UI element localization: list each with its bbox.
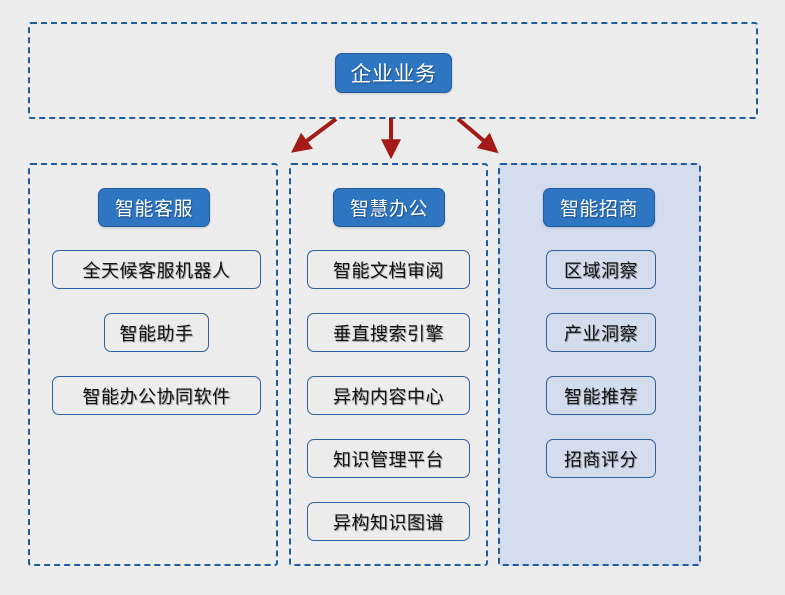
list-item[interactable]: 异构内容中心 bbox=[307, 376, 470, 415]
list-item[interactable]: 全天候客服机器人 bbox=[52, 250, 261, 289]
list-item[interactable]: 区域洞察 bbox=[546, 250, 656, 289]
column-group-smart-office bbox=[289, 163, 488, 566]
column-header-smart-investment[interactable]: 智能招商 bbox=[543, 188, 655, 227]
list-item[interactable]: 智能助手 bbox=[104, 313, 209, 352]
list-item[interactable]: 垂直搜索引擎 bbox=[307, 313, 470, 352]
list-item[interactable]: 招商评分 bbox=[546, 439, 656, 478]
list-item[interactable]: 智能办公协同软件 bbox=[52, 376, 261, 415]
arrow-to-smart-investment-icon bbox=[456, 117, 499, 154]
root-node-enterprise-business[interactable]: 企业业务 bbox=[335, 53, 452, 93]
column-group-smart-investment bbox=[498, 163, 701, 566]
top-level-group bbox=[28, 22, 758, 119]
list-item[interactable]: 智能文档审阅 bbox=[307, 250, 470, 289]
list-item[interactable]: 异构知识图谱 bbox=[307, 502, 470, 541]
arrow-to-smart-service-icon bbox=[291, 117, 338, 153]
column-header-smart-office[interactable]: 智慧办公 bbox=[333, 188, 445, 227]
column-header-smart-service[interactable]: 智能客服 bbox=[98, 188, 210, 227]
list-item[interactable]: 智能推荐 bbox=[546, 376, 656, 415]
list-item[interactable]: 知识管理平台 bbox=[307, 439, 470, 478]
column-group-smart-service bbox=[28, 163, 278, 566]
list-item[interactable]: 产业洞察 bbox=[546, 313, 656, 352]
